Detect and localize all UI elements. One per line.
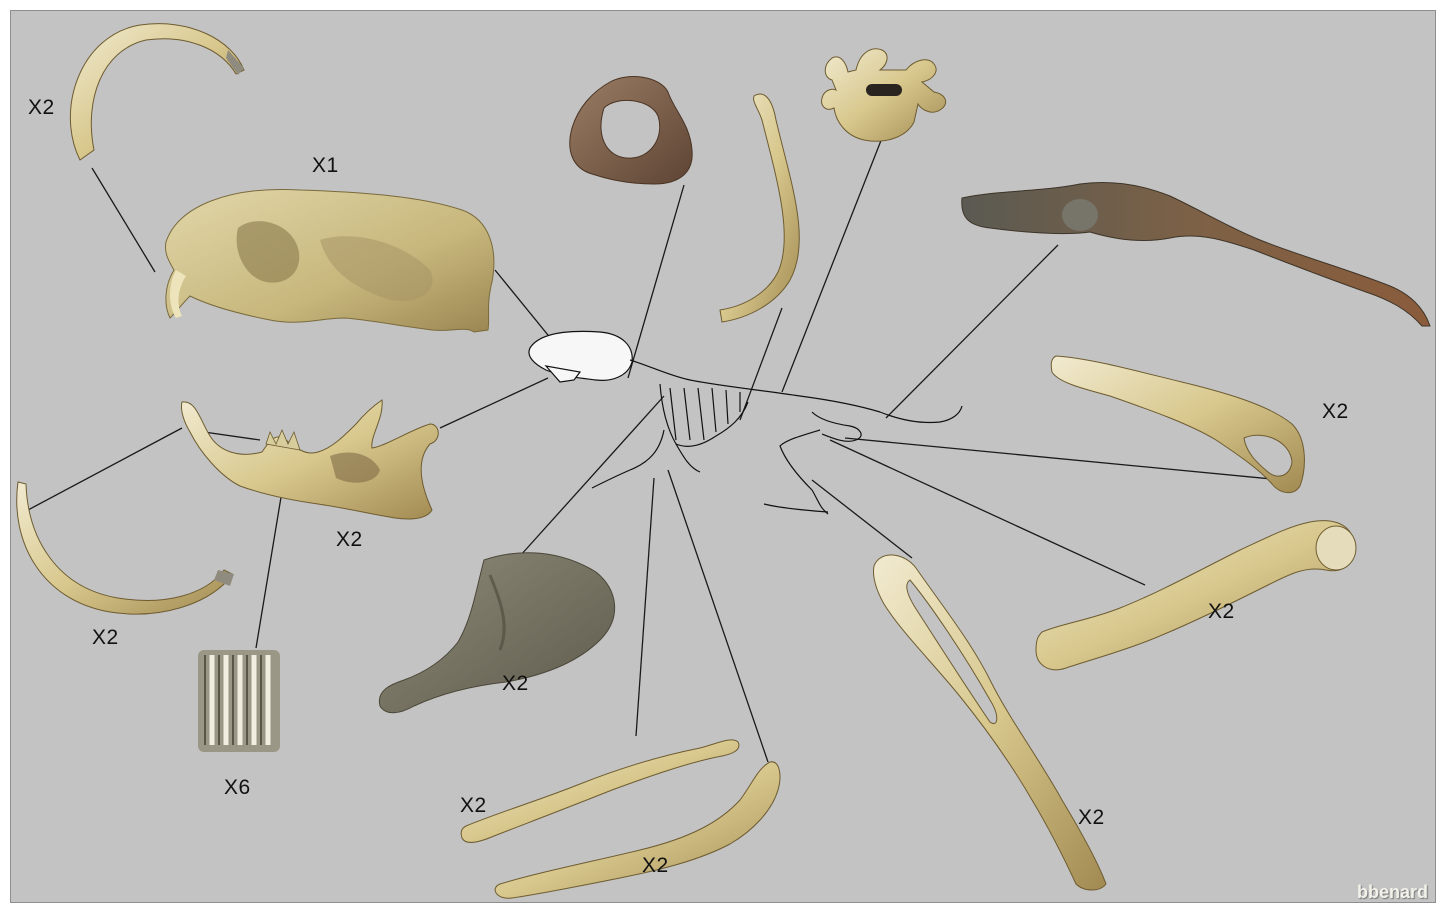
leader-atlas (628, 185, 684, 378)
count-mandible: X2 (336, 528, 363, 552)
leader-sacrum (886, 245, 1058, 418)
leader-skull (495, 270, 552, 340)
count-upper-incisor: X2 (28, 96, 55, 120)
radius-bone (461, 740, 739, 843)
skeleton-diagram-icon (529, 331, 962, 514)
count-scapula: X2 (502, 672, 529, 696)
leader-rib (740, 308, 782, 420)
tibia-gap (907, 580, 997, 724)
count-radius: X2 (460, 794, 487, 818)
count-femur: X2 (1208, 600, 1235, 624)
count-tibia-fibula: X2 (1078, 806, 1105, 830)
count-pelvis: X2 (1322, 400, 1349, 424)
sacrum-bone (962, 183, 1430, 327)
tibia-bone (873, 555, 1106, 890)
leader-mandible (440, 378, 548, 428)
scapula-bone (379, 553, 614, 713)
mandible-bone (181, 400, 438, 519)
leader-upper-incisor (92, 168, 155, 272)
leader-scapula (520, 396, 664, 556)
count-skull: X1 (312, 154, 339, 178)
vertebra-foramen (866, 84, 902, 96)
leader-pelvis (845, 438, 1282, 480)
count-ulna: X2 (642, 854, 669, 878)
leader-vertebra (782, 138, 882, 392)
leader-ulna (668, 470, 768, 762)
lower-incisor-bone (17, 482, 232, 614)
femur-bone (1036, 521, 1355, 670)
author-credit: bbenard (1357, 882, 1428, 903)
pelvis-bone (1051, 356, 1304, 493)
sacrum-knob (1062, 199, 1098, 231)
molars-bone (198, 650, 280, 752)
leader-lower-incisor-a (28, 428, 182, 510)
leader-radius (636, 478, 654, 736)
count-lower-incisor: X2 (92, 626, 119, 650)
ulna-bone (495, 762, 780, 898)
atlas-foramen (601, 100, 660, 158)
leader-tibia (812, 480, 912, 558)
upper-incisor-bone (70, 24, 244, 160)
count-molars: X6 (224, 776, 251, 800)
rib-bone (720, 94, 799, 322)
femur-head (1316, 526, 1356, 570)
